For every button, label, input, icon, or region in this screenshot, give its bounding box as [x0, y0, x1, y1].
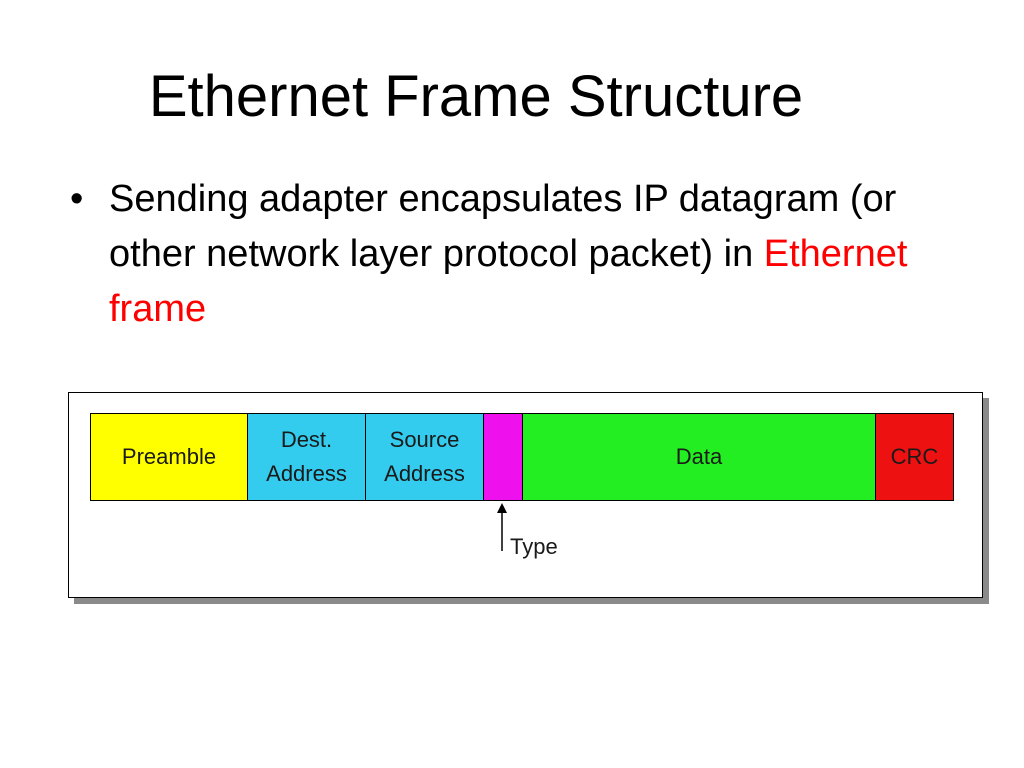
field-crc: CRC [875, 413, 954, 501]
field-source-address: Source Address [365, 413, 484, 501]
bullet-item: • Sending adapter encapsulates IP datagr… [70, 172, 970, 337]
slide-title: Ethernet Frame Structure [148, 64, 804, 129]
field-preamble: Preamble [90, 413, 248, 501]
ethernet-frame-diagram: Preamble Dest. Address Source Address Da… [68, 392, 983, 598]
field-dest-address: Dest. Address [247, 413, 366, 501]
type-arrow-icon [497, 503, 507, 551]
field-data: Data [522, 413, 876, 501]
bullet-text: Sending adapter encapsulates IP datagram… [109, 178, 897, 275]
highlight-text: Ethernet frame [109, 233, 908, 330]
type-label: Type [510, 534, 558, 559]
bullet-list: • Sending adapter encapsulates IP datagr… [70, 172, 970, 337]
bullet-marker: • [70, 178, 84, 220]
field-type [483, 413, 523, 501]
